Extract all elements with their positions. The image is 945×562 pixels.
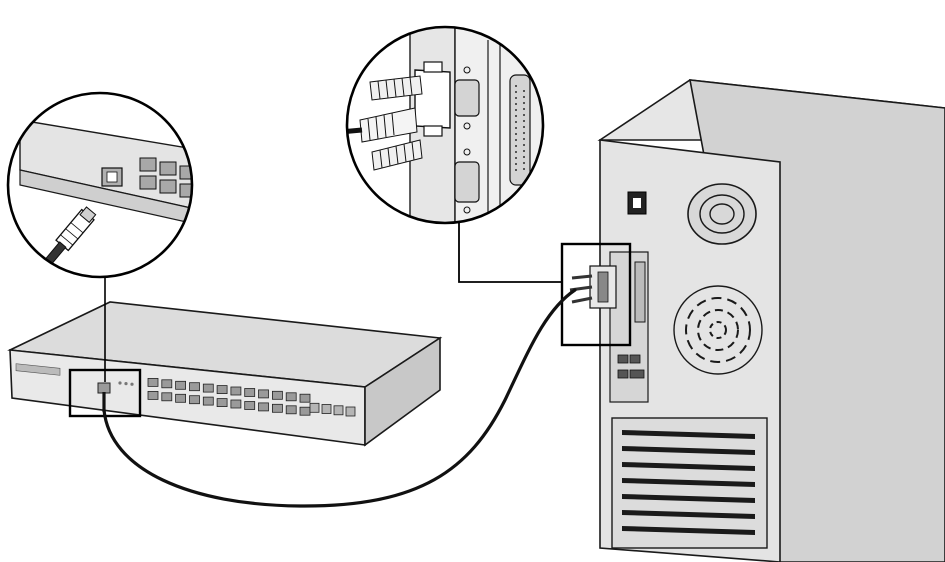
zoom-rj45-plug bbox=[42, 206, 97, 268]
switch-rj45-port bbox=[285, 392, 297, 402]
usb-port bbox=[629, 354, 641, 364]
callout-circle-right bbox=[345, 25, 545, 225]
switch-rj45-port bbox=[147, 390, 159, 400]
slot-cover-vent bbox=[622, 446, 755, 455]
switch-rj45-port bbox=[271, 390, 283, 400]
callout-leader-line-right bbox=[458, 222, 562, 283]
network-switch bbox=[7, 301, 443, 447]
switch-rj45-port bbox=[175, 380, 187, 390]
slot-cover-vent bbox=[622, 526, 755, 535]
switch-sfp-port bbox=[321, 404, 332, 414]
zoom-parallel-port bbox=[509, 74, 531, 186]
switch-detail-callout bbox=[6, 91, 194, 382]
switch-port-grid bbox=[118, 377, 356, 417]
case-fan-grille bbox=[673, 285, 763, 375]
switch-status-led bbox=[118, 381, 122, 385]
switch-sfp-port bbox=[333, 405, 344, 416]
switch-rj45-port bbox=[161, 379, 173, 389]
brand-logo bbox=[15, 363, 61, 376]
switch-rj45-port bbox=[216, 398, 228, 408]
usb-port bbox=[617, 354, 629, 364]
slot-cover-vent bbox=[622, 494, 755, 503]
switch-rj45-port bbox=[299, 406, 311, 416]
slot-cover-vent bbox=[622, 478, 755, 487]
serial-port-highlight-box bbox=[560, 242, 632, 347]
switch-rj45-port bbox=[230, 399, 242, 409]
switch-rj45-port bbox=[202, 383, 214, 393]
zoom-cable-end bbox=[347, 127, 363, 135]
switch-sfp-port bbox=[309, 402, 320, 413]
switch-rj45-port bbox=[202, 396, 214, 406]
switch-rj45-port bbox=[299, 393, 311, 403]
slot-cover-vent bbox=[622, 510, 755, 519]
slot-cover-vent bbox=[622, 462, 755, 471]
switch-rj45-port bbox=[189, 395, 200, 405]
computer-tower bbox=[560, 79, 945, 562]
switch-rj45-port bbox=[244, 388, 256, 397]
console-cable bbox=[102, 288, 577, 508]
switch-side-face bbox=[364, 336, 441, 447]
switch-rj45-port bbox=[230, 386, 242, 396]
zoom-serial-plug bbox=[347, 61, 451, 171]
slot-cover-vent bbox=[622, 430, 755, 439]
switch-rj45-port bbox=[189, 382, 200, 392]
switch-rj45-port bbox=[216, 385, 228, 395]
switch-rj45-port bbox=[244, 401, 256, 410]
computer-detail-callout bbox=[345, 25, 562, 283]
switch-rj45-port bbox=[161, 392, 173, 402]
zoom-serial-port bbox=[454, 66, 480, 130]
usb-port bbox=[617, 369, 629, 379]
switch-rj45-port bbox=[258, 389, 269, 399]
switch-rj45-port bbox=[175, 393, 187, 403]
network-port bbox=[629, 369, 645, 379]
switch-rj45-port bbox=[147, 377, 159, 387]
switch-status-led bbox=[130, 382, 134, 386]
switch-rj45-port bbox=[258, 402, 269, 412]
callout-circle-left bbox=[6, 91, 194, 279]
zoom-vga-port bbox=[454, 148, 480, 214]
expansion-slot-covers bbox=[611, 417, 768, 549]
psu-fan bbox=[687, 183, 757, 245]
switch-console-port bbox=[97, 382, 111, 394]
zoom-rj45-ports bbox=[139, 157, 192, 198]
switch-rj45-port bbox=[285, 405, 297, 415]
switch-sfp-port bbox=[345, 406, 356, 417]
switch-rj45-port bbox=[271, 403, 283, 413]
switch-status-led bbox=[124, 382, 128, 386]
tower-serial-connector bbox=[569, 265, 617, 309]
